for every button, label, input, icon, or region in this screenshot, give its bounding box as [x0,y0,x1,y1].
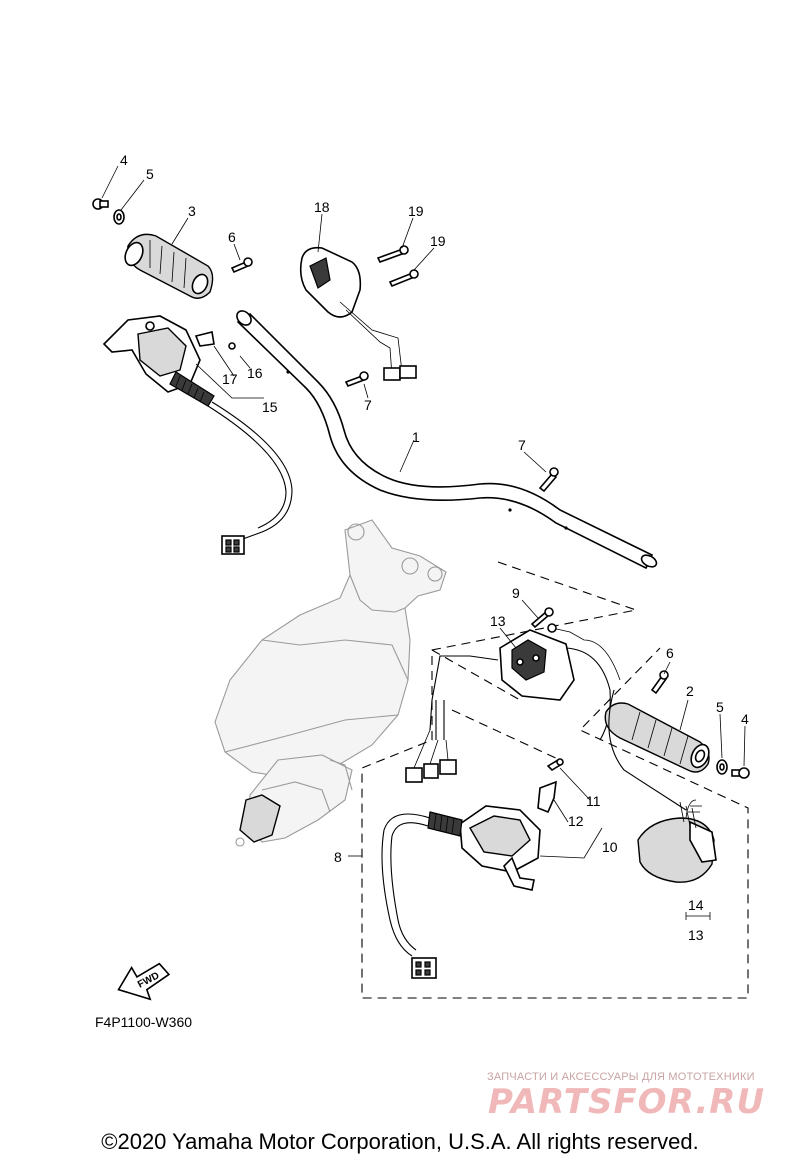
callout-5: 5 [146,166,154,182]
callout-13: 13 [688,927,704,943]
handlebar [236,310,658,570]
bolt-7-mid [344,371,369,388]
left-washer [113,209,125,225]
callout-9: 9 [512,585,520,601]
callout-4: 4 [120,152,128,168]
callout-6: 6 [228,229,236,245]
left-grip [124,233,214,299]
switch-housing [299,246,417,381]
copyright-text: ©2020 Yamaha Motor Corporation, U.S.A. A… [101,1129,699,1154]
bolt-7-right [538,467,559,493]
callout-13: 13 [490,613,506,629]
callout-12: 12 [568,813,584,829]
callout-15: 15 [262,399,278,415]
watermark-logo: PARTSFOR.RU [488,1082,766,1122]
diagram-code: F4P1100-W360 [95,1014,193,1030]
bolt-6-left [230,257,253,274]
steering-column-ghost [214,519,447,847]
callout-7: 7 [364,397,372,413]
callout-14: 14 [688,897,704,913]
watermark-tagline: ЗАПЧАСТИ И АКСЕССУАРЫ ДЛЯ МОТОТЕХНИКИ [487,1071,755,1083]
callout-labels: 4 5 3 6 18 19 19 17 16 15 7 1 7 9 13 6 2… [120,152,749,943]
callout-17: 17 [222,371,238,387]
screw-19-upper [376,245,409,263]
switch-assembly-boundary [361,561,749,999]
callout-19: 19 [408,203,424,219]
screw-9 [530,607,554,629]
right-end-bolt [731,767,750,779]
right-washer [716,759,728,775]
fwd-arrow-icon: FWD [117,962,171,1001]
screw-19-lower [388,269,419,288]
parts-diagram: 4 5 3 6 18 19 19 17 16 15 7 1 7 9 13 6 2… [92,152,750,1001]
callout-11: 11 [586,793,601,809]
callout-8: 8 [334,849,342,865]
lever-cover [608,689,717,883]
left-end-bolt [92,198,109,210]
lever-switch-assy [381,758,564,979]
bolt-6-right [650,670,669,695]
right-grip [604,702,710,773]
leader-lines [101,165,746,920]
callout-3: 3 [188,203,196,219]
callout-2: 2 [686,683,694,699]
callout-19: 19 [430,233,446,249]
callout-18: 18 [314,199,330,215]
callout-5: 5 [716,699,724,715]
callout-10: 10 [602,839,618,855]
callout-7: 7 [518,437,526,453]
callout-16: 16 [247,365,263,381]
left-lever-assembly [102,315,293,555]
callout-6: 6 [666,645,674,661]
right-switch-assy [405,623,621,783]
callout-4: 4 [741,711,749,727]
callout-1: 1 [412,429,420,445]
